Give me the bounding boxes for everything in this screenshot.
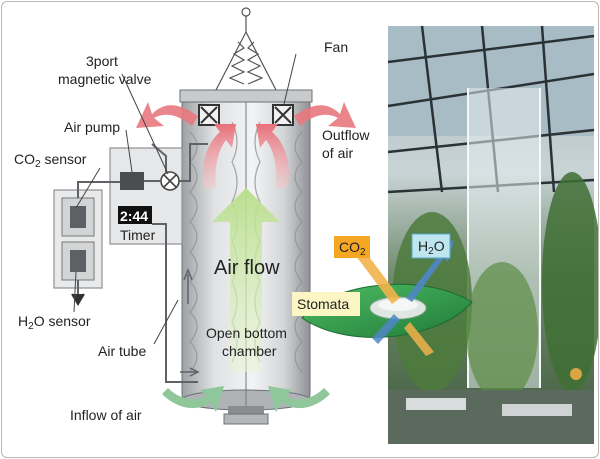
fan-left-icon: [198, 104, 220, 126]
air-tubes: [71, 143, 208, 383]
timer-label: Timer: [120, 227, 156, 243]
valve-label-line2: magnetic valve: [58, 71, 152, 87]
outflow-label-line1: Outflow: [322, 127, 370, 143]
timer-display-text: 2:44: [120, 208, 148, 224]
co2-sensor-label: CO2 sensor: [14, 151, 87, 170]
outflow-arrows: [136, 102, 356, 188]
greenhouse-photo: [387, 25, 598, 444]
co2-tag-bg: [334, 236, 370, 258]
valve-label-line1: 3port: [86, 53, 118, 69]
open-bottom-label-line1: Open bottom: [206, 325, 287, 341]
air-pump-icon: [120, 172, 144, 190]
leader-lines: [73, 53, 297, 345]
outflow-label-line2: of air: [322, 145, 353, 161]
fan-label: Fan: [324, 39, 348, 55]
co2-tag: CO2: [339, 239, 366, 258]
air-flow-label: Air flow: [214, 257, 280, 279]
air-tube-label: Air tube: [98, 343, 146, 359]
h2o-tag-bg: [411, 233, 451, 259]
co2-sensor-icon: [70, 206, 86, 228]
h2o-sensor-label: H2O sensor: [18, 313, 91, 332]
open-bottom-label-line2: chamber: [222, 343, 277, 359]
air-flow-arrow: [212, 188, 280, 372]
hanging-wire: [215, 7, 277, 91]
inflow-label: Inflow of air: [70, 407, 142, 423]
control-box: [109, 147, 183, 245]
h2o-tag: H2O: [418, 238, 445, 257]
timer-display: [118, 206, 152, 224]
inflow-arrows: [162, 386, 330, 412]
h2o-sensor-icon: [70, 250, 86, 272]
fan-right-icon: [272, 104, 294, 126]
stomata-tag: Stomata: [297, 296, 349, 312]
stomata-tag-bg: [292, 292, 360, 316]
air-pump-label: Air pump: [64, 119, 120, 135]
